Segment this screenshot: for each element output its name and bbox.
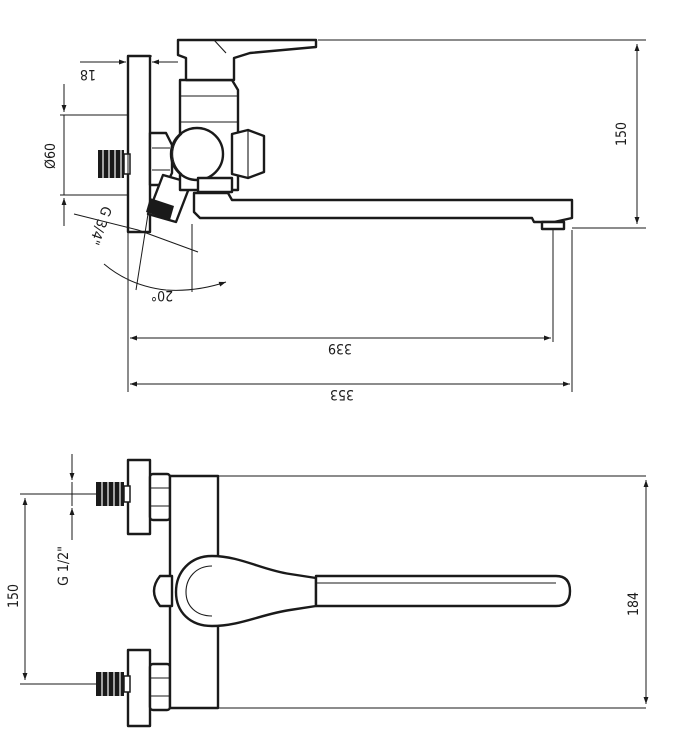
- label-flange-depth: 18: [80, 66, 96, 82]
- label-overall-length: 353: [330, 386, 354, 402]
- label-angle: 20°: [151, 287, 173, 303]
- label-height: 150: [614, 122, 630, 146]
- hex-nut-upper: [148, 472, 172, 522]
- wall-flange-upper: [126, 458, 152, 536]
- diverter-knob-top: [152, 574, 174, 608]
- cartridge-circle: [169, 126, 225, 182]
- label-flange-diameter: Ø60: [43, 143, 59, 169]
- label-inlet-spacing: 150: [6, 584, 22, 608]
- label-overall-width: 184: [626, 592, 642, 616]
- label-inlet-thread-side: G 3/4": [85, 204, 114, 247]
- top-view: G 1/2" 150 184: [6, 454, 649, 728]
- label-spout-reach: 339: [328, 340, 352, 356]
- side-view: 18 Ø60 G 3/4" 20° 150 339 353: [43, 38, 646, 402]
- spout: [192, 191, 574, 224]
- aerator: [540, 220, 566, 231]
- lever-handle: [176, 38, 318, 82]
- hex-nut: [148, 131, 174, 187]
- inlet-thread-horizontal: [98, 150, 131, 178]
- angle-arc: [103, 263, 227, 291]
- body-base: [196, 176, 234, 194]
- wall-flange-lower: [126, 648, 152, 728]
- lever-handle-top: [174, 554, 318, 628]
- spout-top: [314, 574, 572, 608]
- wall-flange: [126, 54, 152, 234]
- hex-nut-lower: [148, 662, 172, 712]
- label-inlet-thread-top: G 1/2": [56, 546, 72, 586]
